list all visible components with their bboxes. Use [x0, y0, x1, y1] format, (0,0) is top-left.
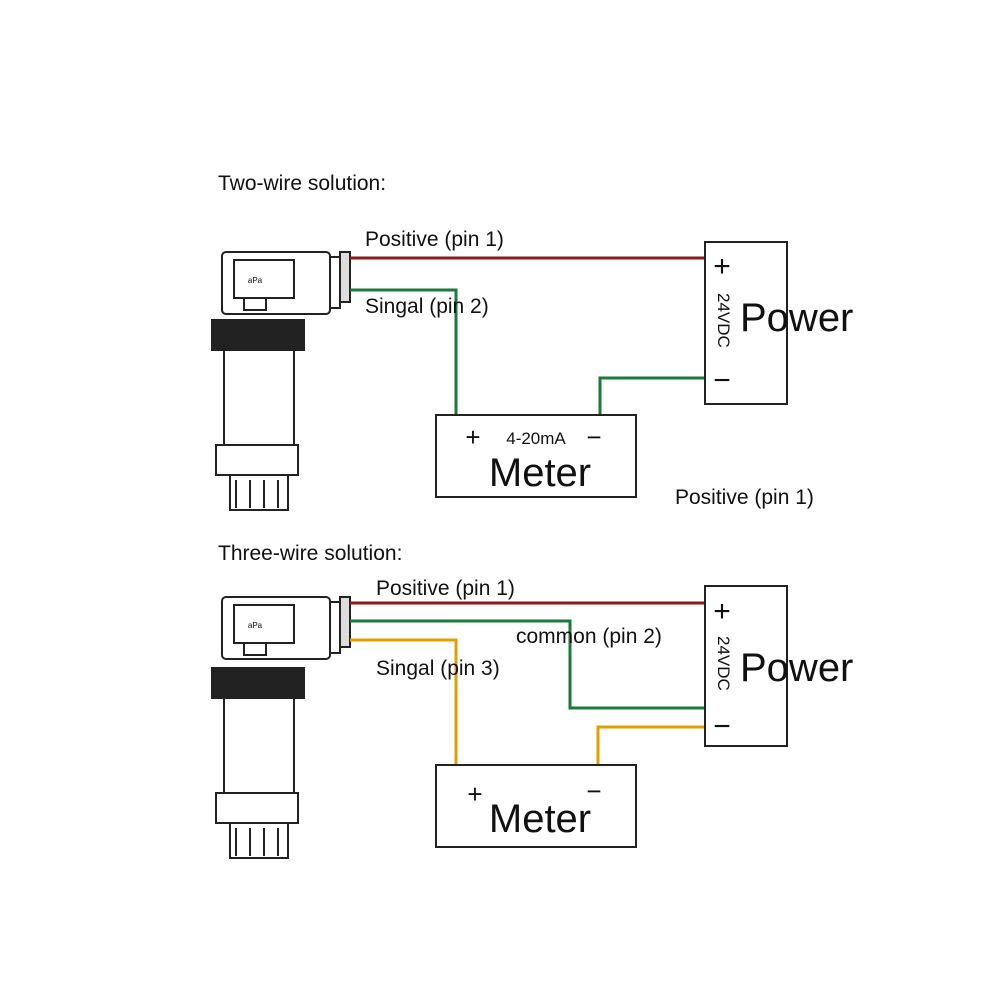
- signal-label-2: Singal (pin 3): [376, 657, 500, 680]
- power-box-1: [704, 241, 788, 405]
- positive-label-1: Positive (pin 1): [365, 228, 504, 251]
- meter-box-2: [435, 764, 637, 848]
- power-minus-2: −: [713, 710, 731, 743]
- meter-label-1: Meter: [489, 451, 591, 495]
- power-plus-1: +: [713, 250, 731, 283]
- signal-wire-1: [350, 288, 458, 415]
- power-minus-1: −: [713, 364, 731, 397]
- meter-plus-2: +: [467, 779, 482, 809]
- meter-return-wire-2: [596, 725, 705, 765]
- sensor-face-text: aPa: [248, 276, 263, 285]
- meter-label-2: Meter: [489, 797, 591, 841]
- power-label-1: Power: [740, 296, 853, 340]
- signal-wire-2: [350, 638, 458, 765]
- power-label-2: Power: [740, 646, 853, 690]
- meter-box-1: [435, 414, 637, 498]
- common-wire-2: [350, 619, 705, 710]
- power-box-2: [704, 585, 788, 747]
- power-voltage-2: 24VDC: [714, 636, 733, 691]
- common-label-2: common (pin 2): [516, 625, 662, 648]
- meter-plus-1: +: [465, 422, 480, 452]
- pressure-sensor-1: [211, 251, 351, 511]
- pressure-sensor-2: [211, 596, 351, 859]
- power-voltage-1: 24VDC: [714, 293, 733, 348]
- three-wire-title: Three-wire solution:: [218, 542, 402, 565]
- return-wire-1: [598, 376, 705, 415]
- two-wire-title: Two-wire solution:: [218, 172, 386, 195]
- stray-positive-label: Positive (pin 1): [675, 486, 814, 509]
- meter-minus-2: −: [586, 776, 601, 806]
- positive-label-2: Positive (pin 1): [376, 577, 515, 600]
- signal-label-1: Singal (pin 2): [365, 295, 489, 318]
- power-plus-2: +: [713, 595, 731, 628]
- meter-minus-1: −: [586, 422, 601, 452]
- meter-range-1: 4-20mA: [506, 429, 566, 448]
- sensor-face-text-2: aPa: [248, 621, 263, 630]
